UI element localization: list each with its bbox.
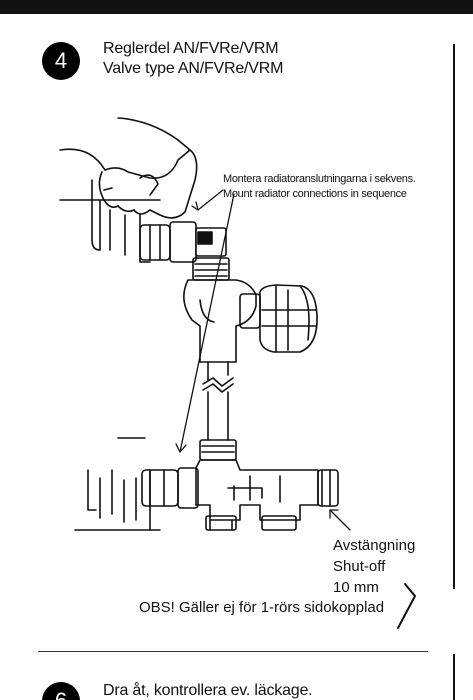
upper-valve-body [183, 257, 318, 363]
label-avstangning: Avstängning [333, 537, 416, 554]
note-english: Mount radiator connections in sequence [223, 188, 407, 200]
hand-icon [59, 117, 198, 219]
note-swedish: Montera radiatoranslutningarna i sekvens… [223, 173, 416, 185]
right-margin-rule-lower [453, 654, 455, 700]
label-key-size: 10 mm [333, 579, 379, 596]
label-obs-note: OBS! Gäller ej för 1-rörs sidokopplad [139, 599, 385, 616]
step-title-swedish: Reglerdel AN/FVRe/VRM [103, 40, 279, 57]
step-number-badge-6: 6 [42, 682, 80, 700]
label-shutoff: Shut-off [333, 558, 386, 575]
lower-valve-body [195, 459, 339, 531]
riser-pipe [199, 361, 237, 461]
radiator-upper-icon [59, 179, 161, 263]
section-divider [38, 651, 428, 652]
allen-key-icon [397, 583, 416, 629]
step6-title: Dra åt, kontrollera ev. läckage. [103, 682, 313, 699]
lower-radiator-connector [141, 467, 199, 509]
sequence-arrows [175, 189, 351, 531]
step-number-badge: 4 [42, 42, 80, 80]
manual-page: 4 Reglerdel AN/FVRe/VRM Valve type AN/FV… [0, 14, 473, 700]
right-margin-rule [453, 44, 455, 589]
valve-installation-illustration [59, 117, 416, 629]
step-title-english: Valve type AN/FVRe/VRM [103, 60, 284, 77]
upper-radiator-connector [139, 221, 227, 263]
top-bar [0, 0, 473, 14]
radiator-lower-icon [74, 437, 161, 531]
